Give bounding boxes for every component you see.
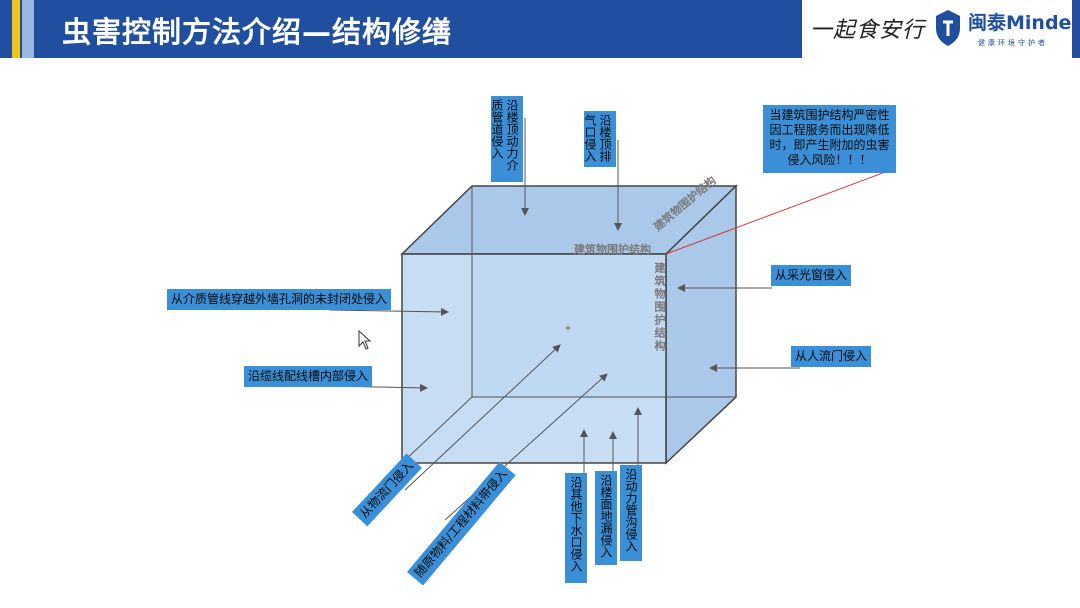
title-bar: 虫害控制方法介绍—结构修缮 一起食安行 闽泰Minder 健康环境守护者 (0, 0, 1080, 58)
cube-front-face (401, 253, 667, 464)
page-title: 虫害控制方法介绍—结构修缮 (62, 15, 453, 49)
label-power-trench: 沿动力管沟侵入 (620, 465, 642, 561)
mouse-cursor-icon (358, 330, 372, 350)
accent-stripe-light (22, 0, 34, 58)
arrow-pipe-hole (329, 307, 449, 316)
brand-area: 一起食安行 闽泰Minder 健康环境守护者 (802, 0, 1080, 58)
label-pipe-hole: 从介质管线穿越外墙孔洞的未封闭处侵入 (167, 289, 392, 310)
front-face-label: 建筑物围护结构 (574, 243, 651, 256)
warning-pointer-line (665, 167, 897, 255)
label-floor-leak: 沿楼面地漏侵入 (595, 471, 617, 565)
warning-note: 当建筑围护结构严密性因工程服务而出现降低时，即产生附加的虫害侵入风险！！！ (763, 105, 896, 173)
label-top-vent: 沿楼顶排气口侵入 (583, 111, 616, 167)
brand-subtitle: 健康环境守护者 (978, 39, 1048, 47)
label-cable: 沿缆线配线槽内部侵入 (244, 366, 373, 387)
label-people-door: 从人流门侵入 (791, 346, 872, 367)
cube-diagram (329, 118, 897, 521)
label-window: 从采光窗侵入 (771, 265, 852, 286)
side-face-label: 建筑物围护结构 (653, 262, 666, 353)
label-top-pipe: 沿楼顶动力介质管道侵入 (490, 96, 523, 182)
arrow-goods-door (404, 344, 561, 491)
brand-name: 闽泰Minder (968, 12, 1080, 34)
shield-logo-icon (936, 10, 960, 46)
slogan: 一起食安行 (810, 18, 926, 43)
label-drain: 沿其他下水口侵入 (565, 473, 587, 583)
accent-stripe-yellow (12, 0, 20, 58)
